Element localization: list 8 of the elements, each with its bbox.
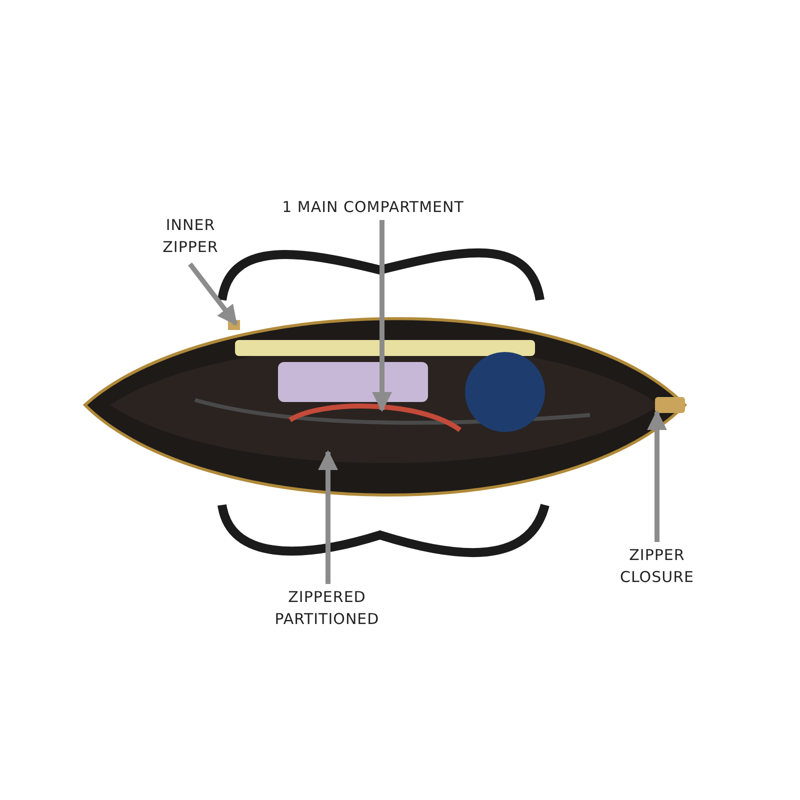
leader-arrow [188,262,238,326]
callout-label: 1 MAIN COMPARTMENT [258,196,488,218]
callout-label: ZIPPERED PARTITIONED [262,586,392,630]
leader-arrow [318,450,338,584]
callout-label: INNER ZIPPER [143,214,238,258]
leader-arrow [647,410,667,542]
callout-label: ZIPPER CLOSURE [612,544,702,588]
leader-arrow [372,220,392,412]
